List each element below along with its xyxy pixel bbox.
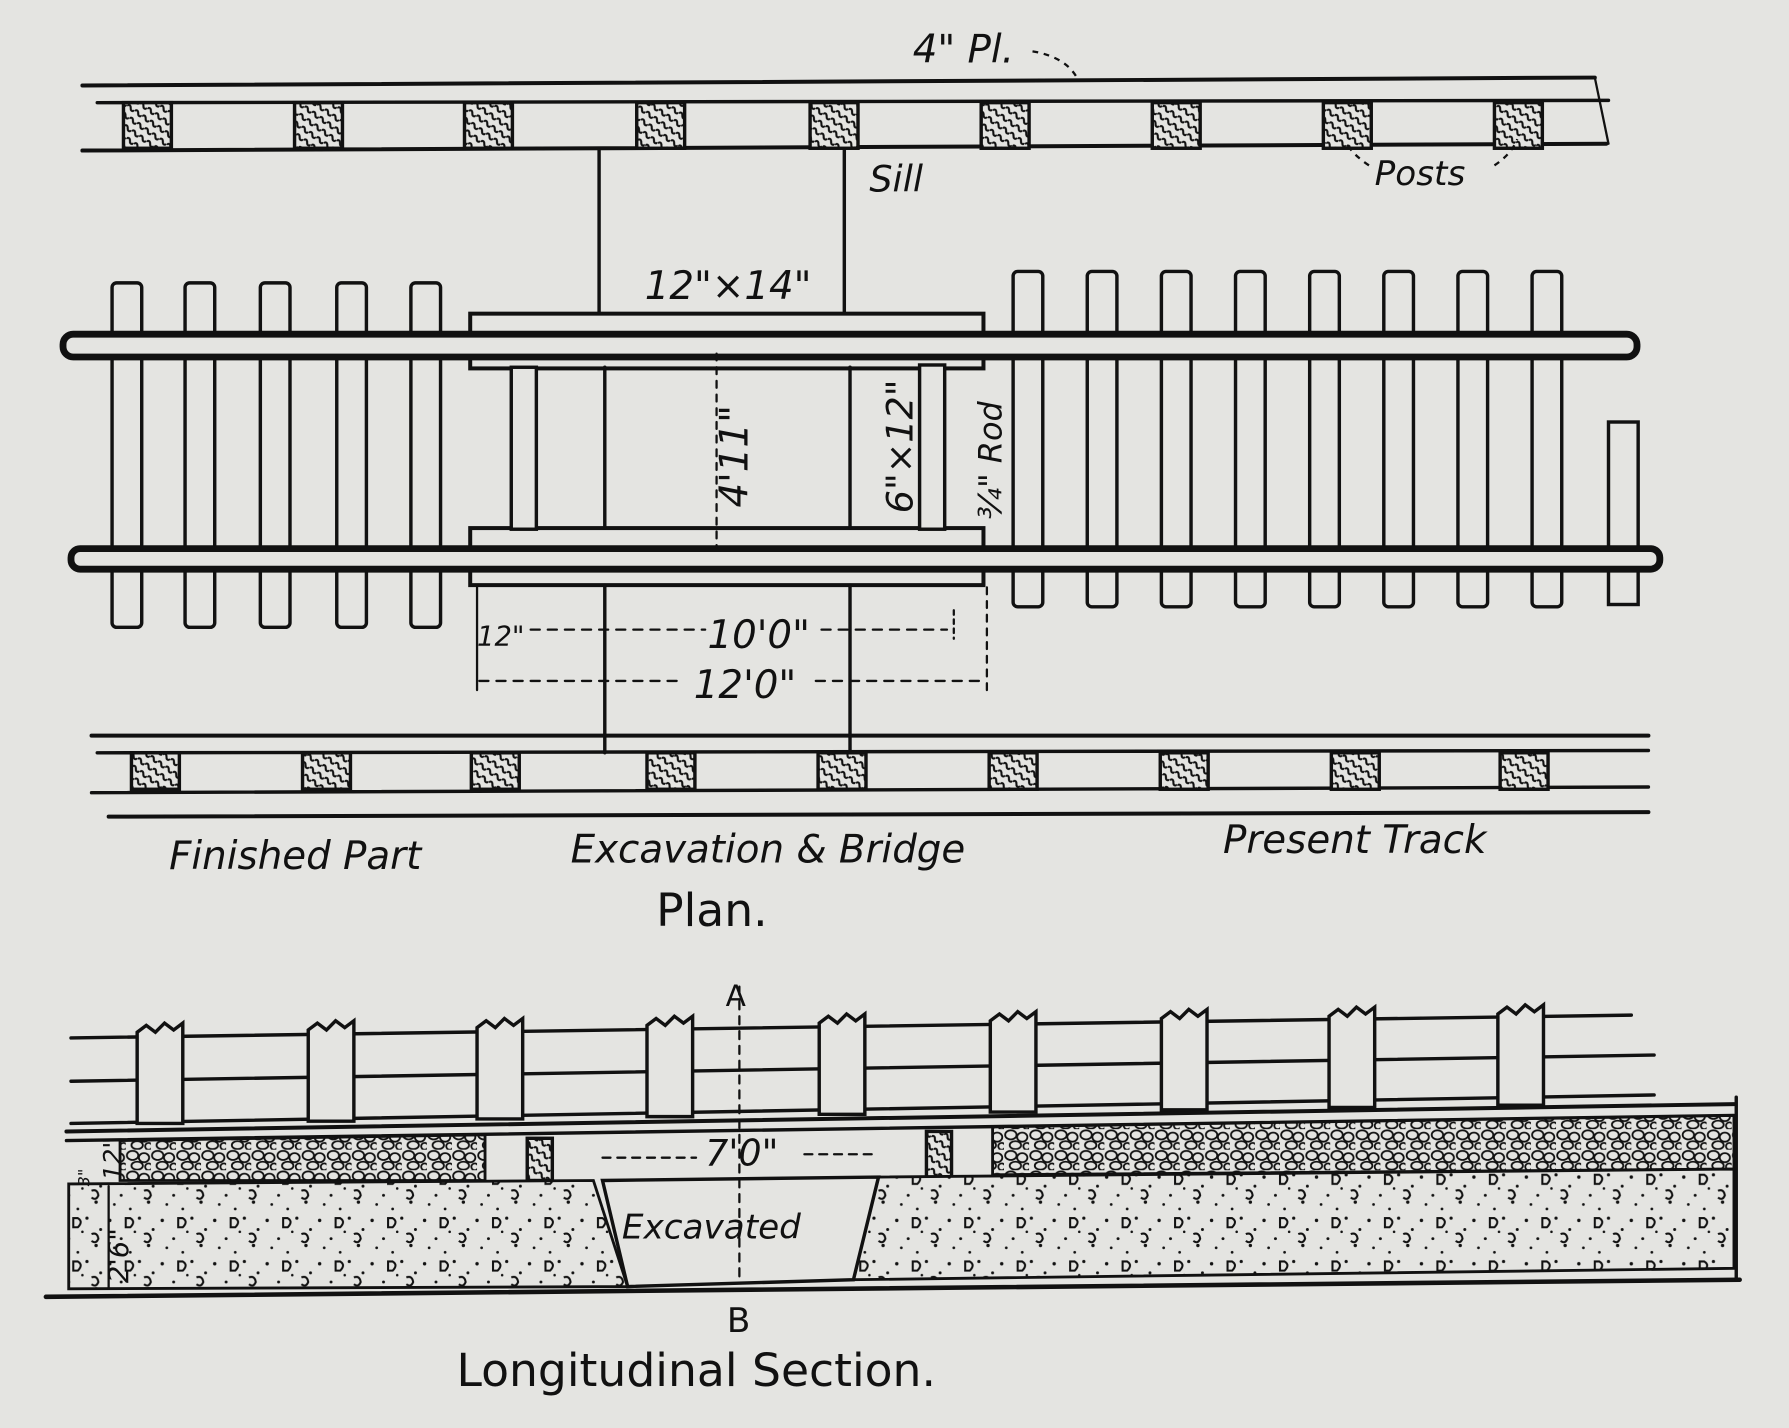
fence-post (121, 100, 174, 150)
fence-post (808, 100, 860, 150)
ground-line (43, 1277, 1742, 1300)
rod-label: ¾" Rod (972, 400, 1010, 518)
fence-post (635, 100, 687, 150)
fence-post (300, 751, 353, 791)
ballast-depth-label: 12" (98, 1137, 127, 1180)
span-label: 7'0" (705, 1132, 778, 1175)
top-fence-edge (80, 75, 1597, 88)
fence-post (979, 100, 1031, 150)
offset-label: 12" (477, 622, 524, 653)
rail (59, 330, 1641, 361)
ballast (118, 1133, 487, 1182)
section-post (1327, 1003, 1377, 1110)
excavation-bridge-label: Excavation & Bridge (571, 827, 966, 872)
section-post (1496, 1001, 1546, 1107)
bottom-fence-rail (89, 785, 1651, 795)
track-line (64, 1102, 1736, 1134)
present-track-label: Present Track (1223, 818, 1488, 863)
fence-post (1321, 100, 1373, 150)
stringer (917, 363, 947, 531)
section-post (988, 1008, 1038, 1114)
inner-span-label: 10'0" (707, 613, 809, 658)
fence-post (987, 751, 1039, 791)
broken-tie (1606, 420, 1640, 607)
point-b-label: B (727, 1301, 750, 1341)
tie (258, 281, 292, 630)
planking-label: 4" Pl. (913, 28, 1014, 73)
tie (183, 281, 217, 630)
ballast (991, 1114, 1736, 1177)
outer-span-label: 12'0" (694, 663, 796, 708)
bottom-fence-rail (106, 810, 1651, 819)
fence-post (1329, 751, 1381, 791)
tie (110, 281, 144, 630)
plan-view (59, 50, 1664, 819)
section-title: Longitudinal Section. (457, 1344, 936, 1397)
fence-post (1150, 100, 1202, 150)
fence-post (1158, 751, 1210, 791)
fence-post (816, 751, 868, 791)
fence-break (1593, 76, 1610, 145)
section-post (645, 1012, 695, 1119)
sill-label: Sill (869, 158, 923, 201)
bridge-sill (924, 1129, 954, 1179)
fence-post (462, 100, 515, 150)
fill-depth-label: 2'6" (104, 1228, 135, 1283)
section-post (817, 1010, 867, 1117)
stringer-size-label: 6"×12" (879, 379, 922, 513)
fence-post (1492, 100, 1545, 150)
bottom-fence-rail (95, 748, 1651, 755)
tie (335, 281, 369, 630)
fence-post (1498, 751, 1550, 791)
plan-title: Plan. (656, 884, 768, 937)
longitudinal-section (43, 985, 1742, 1300)
section-post (306, 1017, 356, 1123)
depth-small-label: 3" (74, 1169, 93, 1187)
fill-earth (67, 1179, 630, 1291)
cap-size-label: 12"×14" (645, 264, 812, 309)
rail (67, 545, 1664, 573)
finished-part-label: Finished Part (169, 834, 423, 879)
stringer (509, 365, 539, 531)
pointer (1345, 138, 1519, 167)
fence-post (469, 751, 521, 791)
gauge-label: 4'11" (712, 405, 757, 507)
pointer (1032, 50, 1080, 81)
tie (409, 281, 443, 630)
section-post (1159, 1005, 1209, 1112)
posts-label: Posts (1375, 154, 1466, 194)
excavated-label: Excavated (622, 1208, 801, 1248)
fill-earth (851, 1167, 1736, 1282)
fence-post (129, 751, 182, 791)
fence-post (292, 100, 345, 150)
fence-post (645, 751, 697, 791)
bridge-sill (525, 1136, 555, 1183)
point-a-label: A (726, 978, 747, 1013)
section-post (135, 1019, 185, 1126)
section-post (475, 1015, 525, 1121)
